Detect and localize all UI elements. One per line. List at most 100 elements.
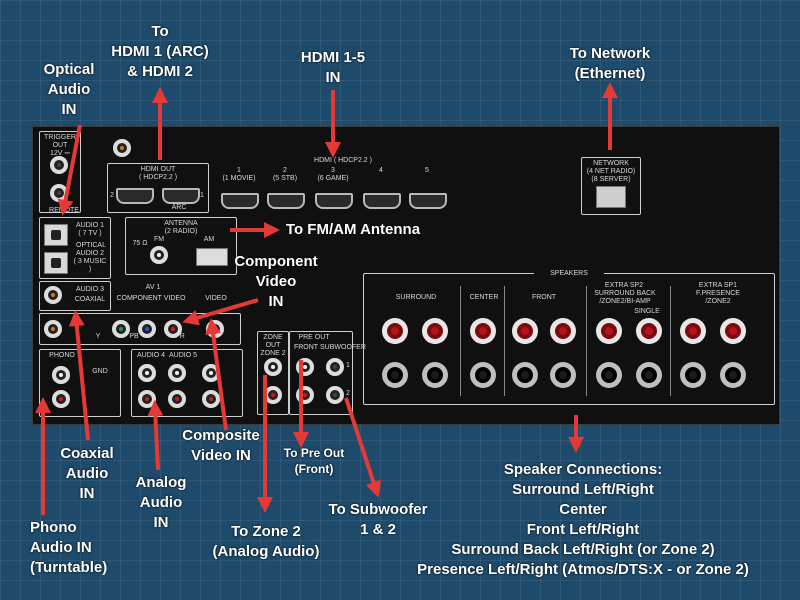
arrow-coaxial [68, 310, 90, 441]
arrow-optical [57, 124, 82, 216]
hdmi-in-1-port[interactable] [221, 193, 259, 209]
y-label: Y [95, 333, 101, 340]
am-label: AM [203, 236, 215, 243]
am-antenna-terminal[interactable] [196, 248, 228, 266]
surround-back-right-positive-terminal[interactable] [636, 318, 662, 344]
component-pr-jack[interactable] [164, 320, 182, 338]
hdmi-out-1-port[interactable] [162, 188, 200, 204]
remote-jack[interactable] [50, 184, 68, 202]
label-optical: Optical Audio IN [43, 61, 95, 118]
network-label: NETWORK (4 NET RADIO) (8 SERVER) [586, 160, 636, 183]
component-pb-jack[interactable] [138, 320, 156, 338]
video-label: VIDEO [205, 295, 227, 302]
surround-right-negative-terminal[interactable] [422, 362, 448, 388]
pr-label: PR [175, 333, 185, 340]
front-right-negative-terminal[interactable] [550, 362, 576, 388]
front-right-positive-terminal[interactable] [550, 318, 576, 344]
presence-label: F.PRESENCE /ZONE2 [696, 290, 740, 305]
hdmi-in-3-port[interactable] [315, 193, 353, 209]
subwoofer-label: SUBWOOFER [320, 344, 366, 351]
coaxial-jack[interactable] [44, 286, 62, 304]
ohm-label: 75 Ω [132, 240, 148, 247]
optical-audio-section: AUDIO 1 ( 7 TV ) AUDIO 2 ( 3 MUSIC ) OPT… [39, 217, 111, 279]
optical-audio2-port[interactable] [44, 252, 68, 274]
hdmi-out-2-port[interactable] [116, 188, 154, 204]
arc-label: ARC [171, 204, 187, 211]
av1-coaxial-jack[interactable] [44, 320, 62, 338]
presence-right-positive-terminal[interactable] [720, 318, 746, 344]
zone2-left-jack[interactable] [264, 358, 282, 376]
hdmi-in-5-label: 5 [425, 167, 429, 174]
subwoofer-2-label: 2 [346, 390, 350, 397]
label-analog: Analog Audio IN [135, 474, 187, 531]
hdmi-in-ports: 1 (1 MOVIE) 2 (5 STB) 3 (6 GAME) 4 5 [219, 167, 449, 211]
audio4-left-jack[interactable] [138, 364, 156, 382]
label-phono: Phono Audio IN (Turntable) [30, 519, 108, 576]
antenna-label: ANTENNA (2 RADIO) [164, 220, 198, 235]
presence-left-negative-terminal[interactable] [680, 362, 706, 388]
hdmi-in-5-port[interactable] [409, 193, 447, 209]
presence-right-negative-terminal[interactable] [720, 362, 746, 388]
audio5-label: AUDIO 5 [168, 352, 197, 359]
surround-back-left-negative-terminal[interactable] [596, 362, 622, 388]
label-component: Component Video IN [234, 253, 318, 310]
hdmi-in-2-port[interactable] [267, 193, 305, 209]
arrow-component [182, 298, 259, 326]
center-label: CENTER [469, 294, 499, 301]
ethernet-port[interactable] [596, 186, 626, 208]
phono-left-jack[interactable] [52, 366, 70, 384]
surround-left-positive-terminal[interactable] [382, 318, 408, 344]
audio4-label: AUDIO 4 [136, 352, 165, 359]
surround-right-positive-terminal[interactable] [422, 318, 448, 344]
zone2-right-jack[interactable] [264, 386, 282, 404]
center-negative-terminal[interactable] [470, 362, 496, 388]
subwoofer-2-jack[interactable] [326, 386, 344, 404]
analog-audio-section: AUDIO 4 AUDIO 5 [131, 349, 243, 417]
front-left-negative-terminal[interactable] [512, 362, 538, 388]
pre-out-front-label: FRONT [293, 344, 319, 351]
center-positive-terminal[interactable] [470, 318, 496, 344]
phono-right-jack[interactable] [52, 390, 70, 408]
label-hdmi-out: To HDMI 1 (ARC) & HDMI 2 [111, 23, 209, 80]
single-label: SINGLE [634, 308, 660, 315]
hdmi-out-section: HDMI OUT ( HDCP2.2 ) 2 1 ARC [107, 163, 209, 213]
hdmi-in-3-label: 3 (6 GAME) [317, 167, 349, 182]
audio5-right-jack[interactable] [168, 390, 186, 408]
speaker-divider [504, 286, 505, 396]
arrow-composite [205, 318, 228, 431]
audio5-left-jack[interactable] [168, 364, 186, 382]
audio1-label: AUDIO 1 ( 7 TV ) [75, 222, 104, 237]
av-audio-right-jack[interactable] [202, 390, 220, 408]
zone-out-label: ZONE OUT ZONE 2 [260, 334, 286, 357]
pb-label: PB [129, 333, 139, 340]
label-hdmi-in: HDMI 1-5 IN [300, 49, 366, 86]
extra-sp1-label: EXTRA SP1 [698, 282, 738, 289]
wifi-antenna-connector[interactable] [113, 139, 131, 157]
subwoofer-1-jack[interactable] [326, 358, 344, 376]
label-network: To Network (Ethernet) [569, 45, 651, 82]
av-audio-left-jack[interactable] [202, 364, 220, 382]
optical-audio1-port[interactable] [44, 224, 68, 246]
audio2-label: AUDIO 2 ( 3 MUSIC ) [73, 250, 107, 273]
surround-back-left-positive-terminal[interactable] [596, 318, 622, 344]
hdmi-in-4-port[interactable] [363, 193, 401, 209]
hdmi-out-label: HDMI OUT ( HDCP2.2 ) [138, 166, 178, 181]
presence-left-positive-terminal[interactable] [680, 318, 706, 344]
surround-left-negative-terminal[interactable] [382, 362, 408, 388]
speaker-divider [586, 286, 587, 396]
fm-antenna-jack[interactable] [150, 246, 168, 264]
label-pre-out: To Pre Out (Front) [283, 446, 345, 476]
phono-label: PHONO [49, 352, 75, 359]
label-subwoofer: To Subwoofer 1 & 2 [328, 501, 428, 538]
component-y-jack[interactable] [112, 320, 130, 338]
trigger-out-jack[interactable] [50, 156, 68, 174]
front-left-positive-terminal[interactable] [512, 318, 538, 344]
surround-back-right-negative-terminal[interactable] [636, 362, 662, 388]
speaker-divider [670, 286, 671, 396]
extra-sp2-label: EXTRA SP2 [604, 282, 644, 289]
coaxial-label: COAXIAL [74, 296, 106, 303]
hdmi-in-label: HDMI ( HDCP2.2 ) [314, 157, 372, 164]
label-speakers: Speaker Connections: Surround Left/Right… [417, 461, 749, 578]
antenna-section: ANTENNA (2 RADIO) 75 Ω FM AM [125, 217, 237, 275]
